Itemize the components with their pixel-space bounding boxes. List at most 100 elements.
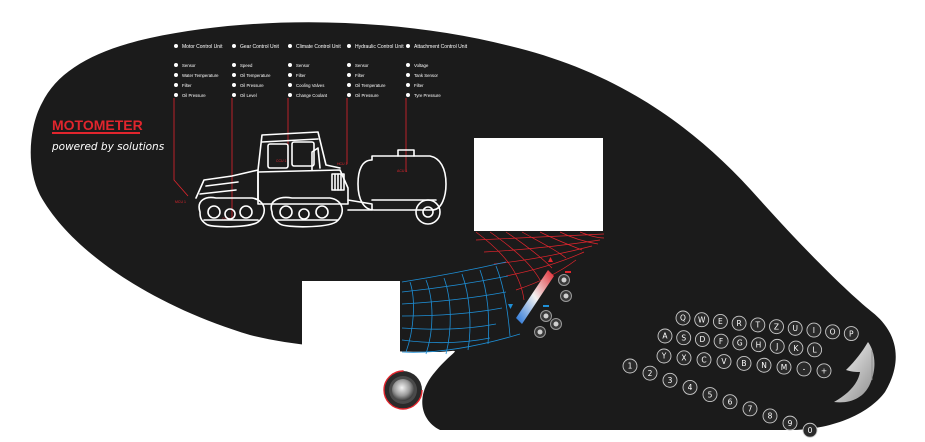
key-label: O [830,328,836,337]
key-j[interactable]: J [769,338,785,354]
panel-body [30,22,896,430]
key-k[interactable]: K [788,340,804,356]
key-o[interactable]: O [825,324,841,340]
bullet-icon [347,83,351,87]
key-ring [732,335,748,351]
unit-item: Change Coolant [296,93,328,98]
connector-label: MCU 1 [175,200,186,204]
key-x[interactable]: X [676,350,692,366]
key-1[interactable]: 1 [622,358,638,374]
key-minus[interactable]: - [796,361,812,377]
key-ring [825,324,841,340]
key-ring [796,361,812,377]
key-label: S [681,333,686,342]
key-7[interactable]: 7 [742,401,758,417]
key-ring [656,348,672,364]
key-8[interactable]: 8 [762,408,778,424]
key-ring [756,357,772,373]
key-label: K [793,344,799,353]
key-ring [787,320,803,336]
key-b[interactable]: B [736,355,752,371]
key-u[interactable]: U [787,320,803,336]
key-label: R [736,319,741,328]
key-label: C [701,355,706,364]
indicator-led [565,271,571,273]
temp-fan-button[interactable] [534,326,546,338]
key-plus[interactable]: + [816,363,832,379]
key-v[interactable]: V [716,354,732,369]
key-d[interactable]: D [694,332,710,347]
key-2[interactable]: 2 [642,365,658,381]
rotary-knob-button[interactable] [383,370,423,410]
bullet-icon [406,63,410,67]
key-t[interactable]: T [750,317,766,333]
key-q[interactable]: Q [675,310,691,326]
bullet-icon [288,83,292,87]
secondary-display-window [302,281,400,354]
key-9[interactable]: 9 [782,415,798,431]
key-ring [622,358,638,374]
key-s[interactable]: S [676,330,692,346]
key-label: E [718,317,723,326]
key-ring [722,394,738,410]
temperature-control [508,257,572,338]
temp-auto-button[interactable] [550,318,562,330]
key-label: G [737,339,743,348]
key-h[interactable]: H [751,337,766,353]
bullet-icon [174,83,178,87]
key-w[interactable]: W [694,312,710,328]
temp-down-button[interactable] [540,310,552,322]
key-label: Q [680,314,686,323]
key-f[interactable]: F [713,333,729,349]
tractor-illustration [195,131,447,228]
key-label: 4 [688,383,693,392]
key-6[interactable]: 6 [722,394,738,410]
key-ring [694,312,710,328]
bullet-icon [288,73,292,77]
key-4[interactable]: 4 [682,379,698,395]
key-ring [807,342,823,358]
key-label: 1 [628,362,633,371]
key-g[interactable]: G [732,335,748,351]
key-label: D [700,335,706,344]
key-z[interactable]: Z [769,319,784,335]
key-label: + [821,366,827,375]
key-label: 2 [648,369,653,378]
key-5[interactable]: 5 [702,387,718,403]
key-i[interactable]: I [806,322,822,338]
fingerprint-scroll-pad[interactable] [834,342,875,403]
bullet-icon [406,93,410,97]
unit-title: Attachment Control Unit [414,44,468,50]
unit-title: Climate Control Unit [296,44,341,50]
bullet-icon [406,73,410,77]
bullet-icon [232,83,236,87]
key-ring [676,330,692,346]
key-c[interactable]: C [696,352,712,368]
blue-grid-decoration [401,261,521,355]
key-a[interactable]: A [657,328,673,344]
key-n[interactable]: N [756,357,772,373]
main-display-window [474,138,603,231]
key-p[interactable]: P [843,326,859,342]
key-r[interactable]: R [731,315,747,331]
temp-mid-button[interactable] [560,290,572,302]
key-3[interactable]: 3 [662,372,678,388]
unit-item: Sensor [296,63,310,68]
unit-item: Water Temperature [182,73,219,78]
key-0[interactable]: 0 [802,422,818,438]
key-y[interactable]: Y [656,348,672,364]
key-label: V [721,357,727,366]
bullet-icon [232,44,236,48]
connector-label: CCU 1 [276,159,287,163]
key-label: X [681,354,686,363]
key-label: T [755,321,761,330]
key-ring [769,338,785,354]
key-label: L [813,346,818,355]
key-l[interactable]: L [807,342,823,358]
temp-up-button[interactable] [558,274,570,286]
key-e[interactable]: E [712,314,728,329]
key-m[interactable]: M [776,359,792,375]
bullet-icon [347,63,351,67]
unit-item: Oil Temperature [240,73,271,78]
